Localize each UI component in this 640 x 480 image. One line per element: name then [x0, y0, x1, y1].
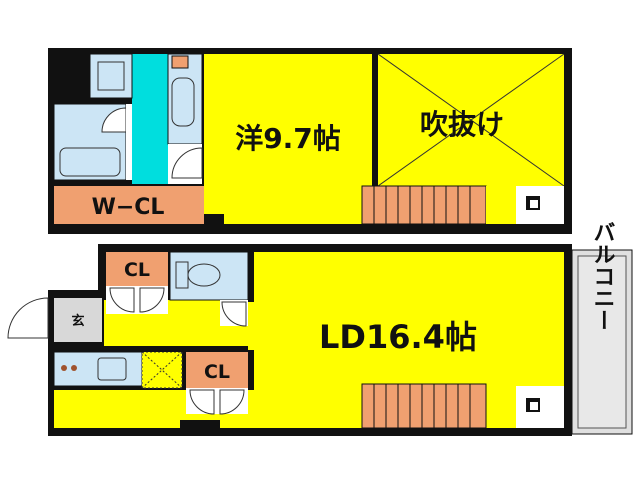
bathroom-corridor	[132, 54, 168, 184]
closet-top-door-right	[139, 287, 165, 313]
western-room	[204, 54, 372, 224]
void-cross-line-b	[377, 53, 565, 187]
washbasin	[97, 61, 125, 91]
closet-bottom-door-right	[219, 389, 245, 415]
lower-corner-box-inner	[530, 402, 538, 410]
entrance	[54, 298, 102, 342]
closet-upper-floor-edge	[204, 214, 224, 234]
closet-bottom	[186, 352, 248, 388]
stove-burner-right	[71, 365, 77, 371]
closet-bottom-label: CL	[204, 361, 230, 383]
closet-top	[106, 252, 168, 286]
fridge-cross-b	[141, 351, 183, 389]
toilet-bowl	[187, 263, 221, 287]
entrance-label: 玄	[71, 313, 84, 329]
bath-step	[126, 104, 132, 180]
lower-stairs	[361, 383, 487, 429]
upper-floor: 洋9.7帖 吹抜け W−CL	[48, 48, 572, 234]
wc-small	[171, 55, 189, 69]
kitchen-sink	[97, 357, 127, 381]
toilet-tank	[175, 261, 189, 289]
partition-wall	[248, 252, 254, 302]
stove-burner-left	[61, 365, 67, 371]
balcony-label: バルコニー	[590, 221, 615, 331]
floor-notch	[180, 420, 220, 436]
door-swing-upper	[171, 147, 203, 179]
upper-stairs	[361, 185, 487, 225]
stair-yellow-gap	[486, 186, 516, 224]
closet-bottom-door-left	[189, 389, 215, 415]
lower-floor: 玄 LD16.4帖	[7, 221, 633, 436]
western-room-label: 洋9.7帖	[235, 122, 341, 155]
balcony-inner	[577, 255, 627, 429]
entrance-door-swing	[7, 297, 49, 339]
kitchen-wall	[54, 346, 248, 352]
void-corner-box-inner	[530, 200, 538, 208]
void-label: 吹抜け	[420, 108, 504, 141]
closet-top-door-left	[109, 287, 135, 313]
upper-stairs-steps	[373, 186, 471, 224]
walk-in-closet-label: W−CL	[92, 195, 165, 220]
lower-stairs-steps	[373, 384, 471, 428]
washer-icon	[171, 77, 195, 127]
closet-top-label: CL	[124, 259, 150, 281]
bathroom-door-swing	[101, 107, 127, 133]
fridge-cross-a	[141, 351, 183, 389]
toilet-door-swing	[221, 301, 247, 327]
living-dining-label: LD16.4帖	[319, 318, 477, 356]
bathtub	[59, 147, 121, 177]
walk-in-closet	[54, 186, 204, 224]
